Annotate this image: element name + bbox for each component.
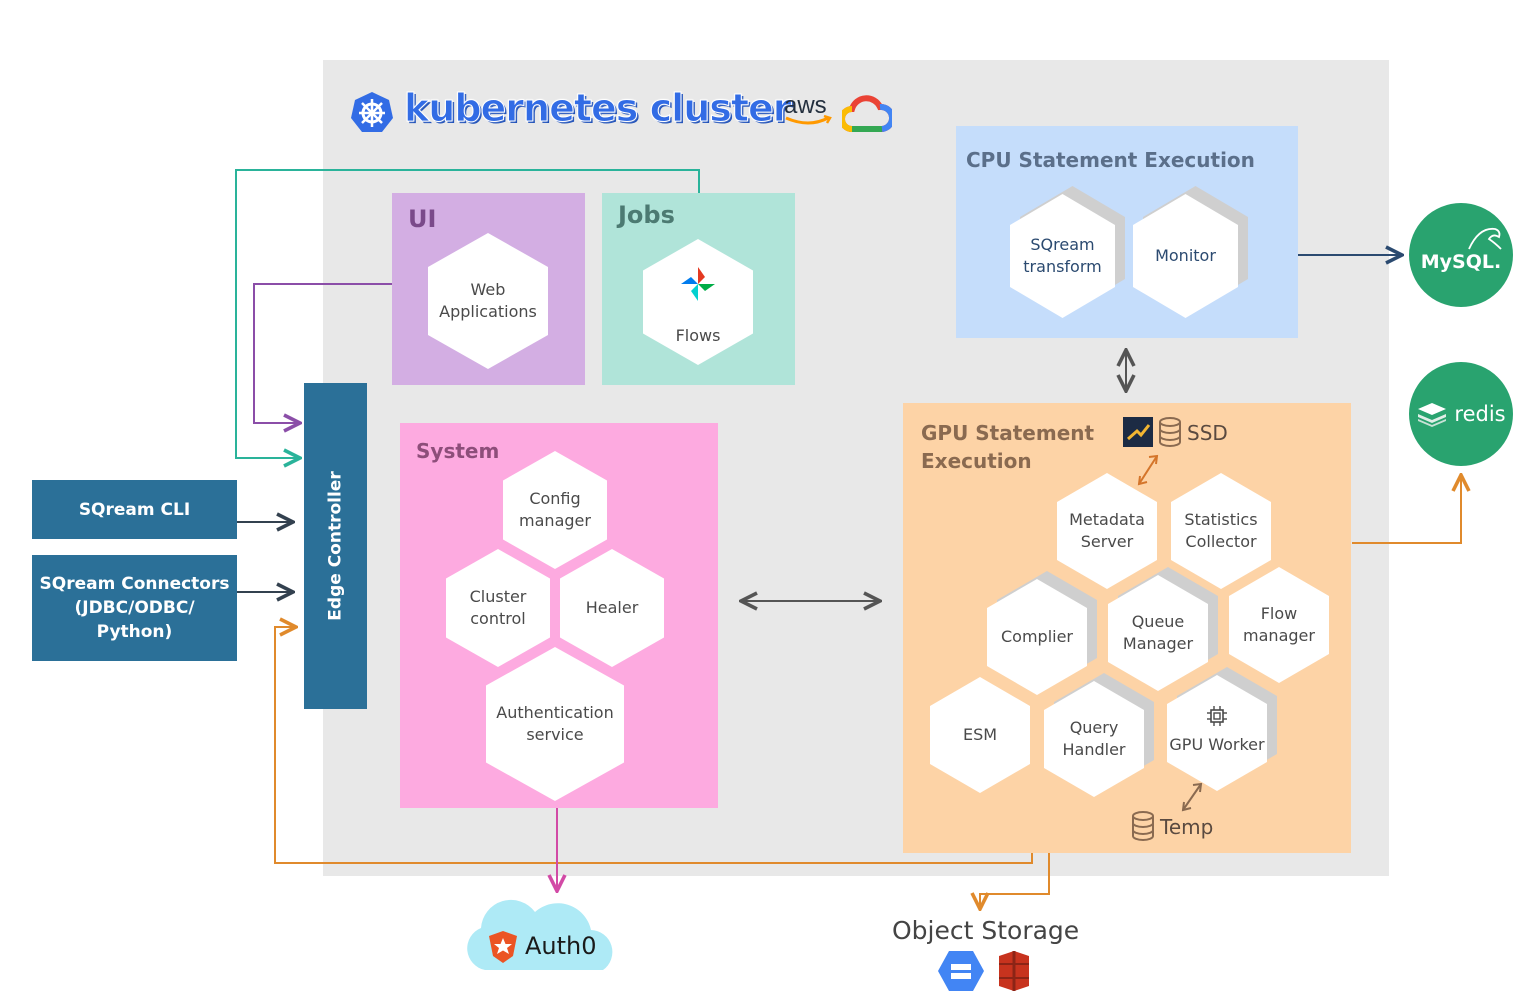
gpu-worker-hex: GPU Worker [1167, 667, 1277, 791]
jobs-panel: Jobs Flows [602, 193, 795, 385]
jobs-panel-title: Jobs [618, 201, 675, 229]
gpu-to-redis-line [1352, 475, 1461, 544]
aws-logo: aws [784, 92, 834, 130]
queue-manager-label: Queue Manager [1122, 612, 1194, 653]
sqream-connectors-box: SQream Connectors (JDBC/ODBC/ Python) [32, 555, 237, 661]
sqream-transform-hex: SQream transform [1010, 186, 1125, 318]
temp-link-arrow [1181, 782, 1203, 812]
complier-hex: Complier [987, 571, 1097, 695]
statistics-collector-hex: Statistics Collector [1171, 473, 1271, 589]
mysql-label: MySQL. [1420, 251, 1502, 273]
gpu-worker-label: GPU Worker [1169, 735, 1265, 754]
aws-label: aws [784, 92, 827, 119]
mysql-node: MySQL. [1409, 203, 1513, 307]
redis-label: redis [1454, 402, 1506, 426]
redis-stack-icon [1418, 403, 1447, 427]
cluster-control-hex: Cluster control [446, 549, 550, 667]
redis-node: redis [1409, 362, 1513, 466]
complier-label: Complier [1000, 627, 1073, 646]
metadata-server-label: Metadata Server [1069, 510, 1145, 551]
auth0-label: Auth0 [525, 932, 597, 960]
dolphin-icon [1468, 227, 1502, 250]
kubernetes-icon [350, 90, 394, 134]
esm-hex: ESM [930, 677, 1030, 793]
auth0-cloud: Auth0 [463, 890, 623, 972]
flow-manager-label: Flow manager [1243, 604, 1315, 645]
healer-label: Healer [585, 598, 639, 617]
web-applications-hex: Web Applications [428, 233, 548, 369]
statistics-collector-label: Statistics Collector [1184, 510, 1258, 551]
sqream-transform-label: SQream transform [1023, 235, 1102, 276]
temp-label: Temp [1160, 815, 1214, 839]
query-handler-label: Query Handler [1062, 718, 1126, 759]
ssd-link-arrow [1137, 454, 1159, 486]
metadata-server-hex: Metadata Server [1057, 473, 1157, 589]
google-cloud-icon [839, 93, 896, 133]
edge-controller-label: Edge Controller [325, 471, 346, 621]
ui-to-edge-line [253, 283, 392, 423]
gpu-to-edge-line [274, 627, 1033, 864]
cluster-control-label: Cluster control [469, 587, 527, 628]
config-manager-label: Config manager [519, 489, 591, 530]
cluster-title: kubernetes cluster [404, 86, 793, 131]
gpu-chip-icon [1207, 706, 1227, 726]
ui-panel-title: UI [408, 205, 437, 233]
query-handler-hex: Query Handler [1044, 673, 1154, 797]
auth0-shield-icon [489, 931, 517, 963]
ssd-label: SSD [1187, 421, 1228, 445]
s3-bucket-icon [999, 951, 1029, 991]
aws-smile-icon [785, 114, 832, 125]
monitor-hex: Monitor [1133, 186, 1248, 318]
web-applications-label: Web Applications [439, 280, 537, 321]
esm-label: ESM [962, 725, 998, 744]
cpu-statement-execution-panel: CPU Statement Execution SQream transform… [956, 126, 1298, 338]
system-panel-title: System [416, 439, 500, 463]
flows-label: Flows [675, 326, 721, 345]
gpu-panel-title: GPU Statement Execution [921, 421, 1095, 473]
authentication-service-label: Authentication service [496, 703, 614, 744]
cpu-panel-title: CPU Statement Execution [966, 148, 1255, 172]
ssd-chip-icon [1123, 417, 1153, 447]
flow-manager-hex: Flow manager [1229, 567, 1329, 683]
object-storage-label: Object Storage [892, 916, 1080, 945]
sqream-cli-box: SQream CLI [32, 480, 237, 539]
system-panel: System Config manager Cluster control He… [400, 423, 718, 808]
config-manager-hex: Config manager [503, 451, 607, 569]
ui-panel: UI Web Applications [392, 193, 585, 385]
gpu-statement-execution-panel: GPU Statement Execution SSD Metadata Ser… [903, 403, 1351, 853]
edge-controller-label-wrap: Edge Controller [304, 383, 367, 709]
queue-manager-hex: Queue Manager [1108, 567, 1218, 691]
monitor-label: Monitor [1155, 246, 1216, 265]
authentication-service-hex: Authentication service [486, 647, 624, 801]
jobs-to-edge-line [235, 169, 700, 458]
google-storage-icon [938, 951, 984, 991]
flows-hex: Flows [643, 239, 753, 365]
healer-hex: Healer [560, 549, 664, 667]
airflow-icon [681, 267, 715, 301]
gpu-to-object-storage-line [980, 852, 1050, 909]
ssd-database-icon [1159, 417, 1181, 447]
temp-database-icon [1132, 811, 1154, 841]
edge-controller [304, 383, 367, 709]
